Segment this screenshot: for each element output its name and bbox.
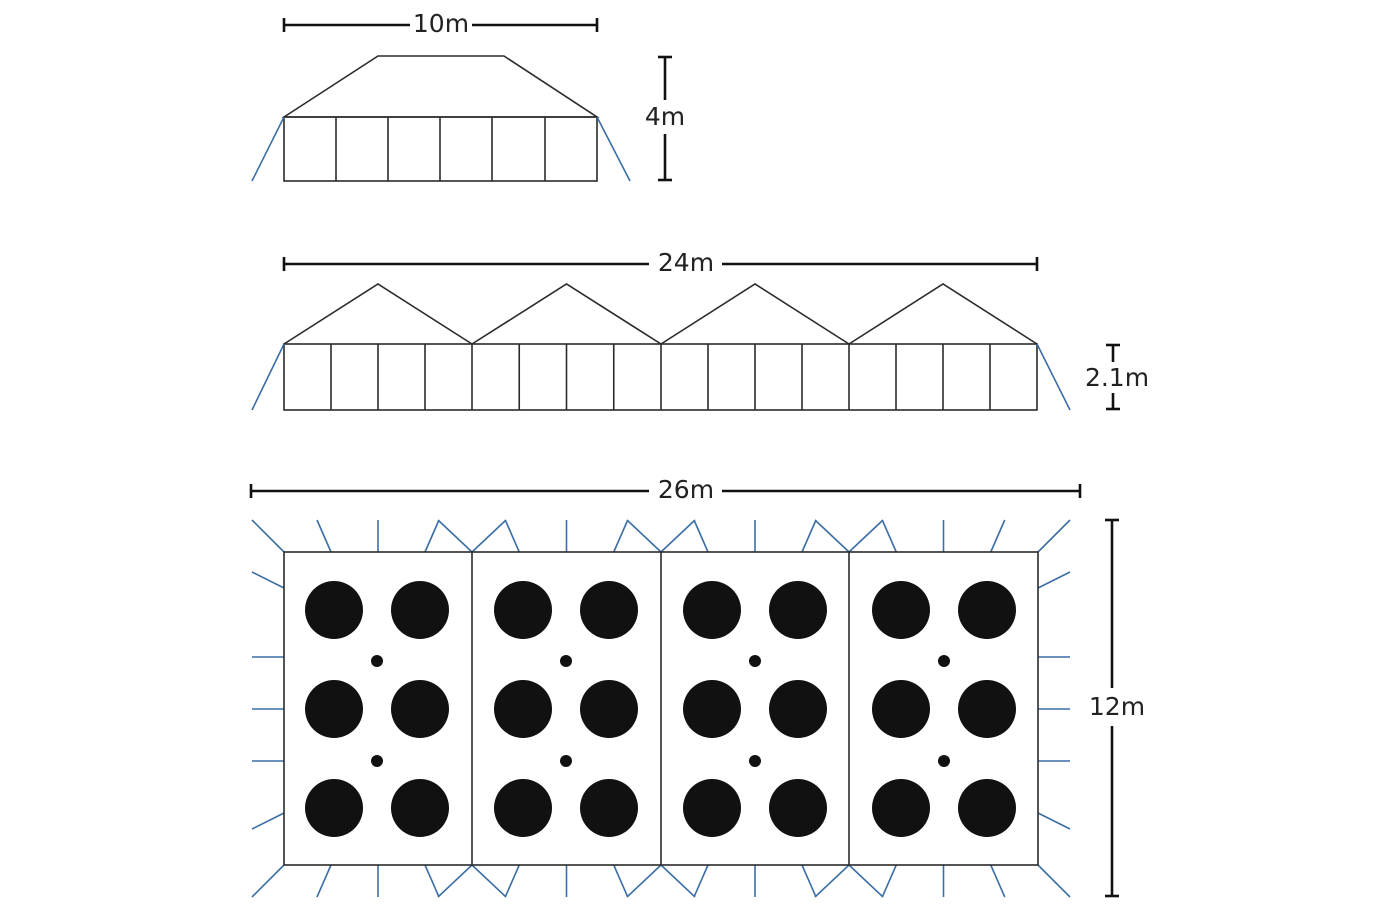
plan-guy-rope-side bbox=[1037, 812, 1071, 830]
plan-guy-rope-v bbox=[626, 519, 696, 554]
centre-pole bbox=[938, 655, 950, 667]
round-table bbox=[769, 581, 827, 639]
front-wall-panels bbox=[330, 344, 991, 410]
centre-pole bbox=[371, 655, 383, 667]
front-guy-left bbox=[251, 343, 285, 411]
front-roof-gable bbox=[848, 283, 1038, 345]
round-table bbox=[391, 779, 449, 837]
side-width-label: 10m bbox=[413, 9, 469, 38]
round-table bbox=[769, 779, 827, 837]
round-table bbox=[769, 680, 827, 738]
front-guy-right bbox=[1036, 343, 1071, 411]
round-table bbox=[305, 680, 363, 738]
plan-guy-rope-corner bbox=[251, 519, 285, 553]
plan-guy-rope-v bbox=[814, 519, 884, 554]
plan-length-label: 26m bbox=[658, 475, 714, 504]
plan-guy-rope-v bbox=[814, 863, 884, 898]
plan-guy-rope-side bbox=[251, 571, 285, 589]
centre-pole bbox=[749, 755, 761, 767]
plan-guy-rope bbox=[881, 519, 897, 553]
plan-guy-rope bbox=[693, 519, 709, 553]
plan-view: 26m 12m bbox=[249, 475, 1145, 898]
front-roof-gable bbox=[471, 283, 662, 345]
round-table bbox=[683, 779, 741, 837]
round-table bbox=[683, 680, 741, 738]
round-table bbox=[494, 680, 552, 738]
round-table bbox=[958, 581, 1016, 639]
side-roof bbox=[281, 55, 600, 118]
plan-guy-rope-corner bbox=[251, 864, 285, 898]
plan-guy-rope bbox=[801, 519, 817, 553]
plan-guy-rope bbox=[424, 519, 440, 553]
plan-guy-rope bbox=[990, 864, 1006, 898]
front-roof-gables bbox=[283, 283, 1038, 345]
plan-guy-rope bbox=[693, 864, 709, 898]
round-table bbox=[305, 581, 363, 639]
plan-guy-rope bbox=[613, 864, 629, 898]
plan-guy-rope-corner bbox=[1037, 519, 1071, 553]
round-table bbox=[494, 779, 552, 837]
plan-bay-dividers bbox=[471, 552, 850, 865]
plan-tables bbox=[305, 581, 1016, 837]
round-table bbox=[580, 680, 638, 738]
round-table bbox=[958, 779, 1016, 837]
front-roof-gable bbox=[660, 283, 850, 345]
plan-guy-rope-v bbox=[626, 863, 696, 898]
side-guy-right bbox=[596, 116, 631, 182]
plan-guy-rope-v bbox=[437, 863, 507, 898]
plan-guy-rope bbox=[504, 864, 520, 898]
plan-guy-rope-corner bbox=[1037, 864, 1071, 898]
plan-width-label: 12m bbox=[1089, 692, 1145, 721]
plan-guy-rope bbox=[504, 519, 520, 553]
side-height-label: 4m bbox=[645, 102, 685, 131]
plan-guy-rope-side bbox=[1037, 571, 1071, 589]
front-view: 24m 2.1m bbox=[251, 248, 1149, 411]
centre-pole bbox=[749, 655, 761, 667]
round-table bbox=[872, 581, 930, 639]
round-table bbox=[391, 680, 449, 738]
round-table bbox=[958, 680, 1016, 738]
plan-guy-rope bbox=[316, 519, 332, 553]
round-table bbox=[580, 581, 638, 639]
side-wall-panels bbox=[335, 117, 546, 181]
front-length-label: 24m bbox=[658, 248, 714, 277]
round-table bbox=[391, 581, 449, 639]
round-table bbox=[872, 779, 930, 837]
plan-guy-rope bbox=[881, 864, 897, 898]
centre-pole bbox=[560, 755, 572, 767]
front-roof-gable bbox=[283, 283, 473, 345]
front-height-label: 2.1m bbox=[1085, 363, 1149, 392]
side-guy-left bbox=[251, 116, 285, 182]
round-table bbox=[494, 581, 552, 639]
side-view: 10m 4m bbox=[251, 9, 685, 182]
round-table bbox=[580, 779, 638, 837]
round-table bbox=[305, 779, 363, 837]
plan-guy-rope bbox=[990, 519, 1006, 553]
round-table bbox=[683, 581, 741, 639]
centre-pole bbox=[560, 655, 572, 667]
round-table bbox=[872, 680, 930, 738]
plan-guy-rope bbox=[316, 864, 332, 898]
plan-guy-rope-v bbox=[437, 519, 507, 554]
centre-pole bbox=[938, 755, 950, 767]
plan-guy-rope bbox=[424, 864, 440, 898]
centre-pole bbox=[371, 755, 383, 767]
plan-guy-rope-side bbox=[251, 812, 285, 830]
plan-guy-rope bbox=[613, 519, 629, 553]
plan-guy-rope bbox=[801, 864, 817, 898]
